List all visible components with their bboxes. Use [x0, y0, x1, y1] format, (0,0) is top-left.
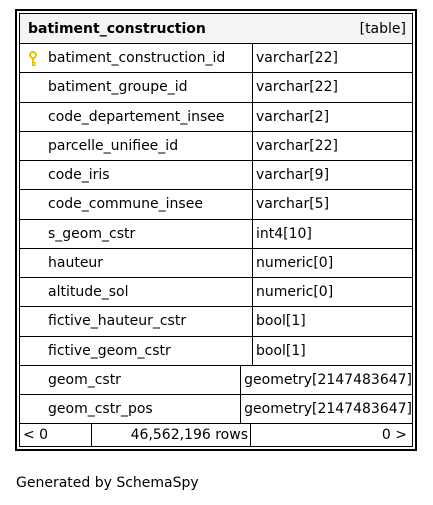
- column-row[interactable]: code_departement_insee varchar[2]: [19, 102, 413, 132]
- column-row[interactable]: s_geom_cstr int4[10]: [19, 219, 413, 249]
- column-row[interactable]: geom_cstr geometry[2147483647]: [19, 365, 413, 395]
- column-name: code_departement_insee: [48, 108, 225, 125]
- column-name-cell: code_departement_insee: [20, 102, 253, 131]
- column-type: varchar[9]: [256, 167, 330, 184]
- column-name-cell: geom_cstr_pos: [20, 395, 242, 424]
- column-type: numeric[0]: [256, 254, 334, 271]
- column-row[interactable]: batiment_groupe_id varchar[22]: [19, 73, 413, 103]
- generated-by-text: Generated by SchemaSpy: [16, 475, 199, 491]
- column-row[interactable]: altitude_sol numeric[0]: [19, 278, 413, 308]
- column-name-cell: parcelle_unifiee_id: [20, 131, 253, 160]
- column-name: batiment_construction_id: [48, 50, 226, 67]
- column-type: int4[10]: [256, 225, 312, 242]
- column-row[interactable]: hauteur numeric[0]: [19, 248, 413, 278]
- column-row[interactable]: fictive_hauteur_cstr bool[1]: [19, 307, 413, 337]
- column-name: code_commune_insee: [48, 196, 203, 213]
- column-type: varchar[22]: [256, 50, 338, 67]
- column-name: parcelle_unifiee_id: [48, 137, 179, 154]
- footer-parents-count: < 0: [20, 424, 92, 447]
- column-row[interactable]: geom_cstr_pos geometry[2147483647]: [19, 395, 413, 425]
- column-name: batiment_groupe_id: [48, 79, 188, 96]
- column-type: bool[1]: [256, 342, 306, 359]
- table-box-batiment-construction: batiment_construction [table] batiment_c…: [15, 9, 417, 452]
- footer-row-count: 46,562,196 rows: [92, 424, 251, 447]
- column-name-cell: code_commune_insee: [20, 190, 253, 219]
- column-name-cell: s_geom_cstr: [20, 219, 253, 248]
- column-type: geometry[2147483647]: [244, 401, 412, 418]
- column-type: varchar[5]: [256, 196, 330, 213]
- column-name: hauteur: [48, 254, 104, 271]
- column-name-cell: geom_cstr: [20, 365, 242, 394]
- column-row[interactable]: batiment_construction_id varchar[22]: [19, 44, 413, 74]
- column-name: fictive_geom_cstr: [48, 342, 171, 359]
- table-name: batiment_construction: [28, 20, 206, 37]
- footer-children-count: 0 >: [381, 427, 407, 444]
- column-type: varchar[2]: [256, 108, 330, 125]
- column-name: geom_cstr: [48, 371, 121, 388]
- column-type: bool[1]: [256, 313, 306, 330]
- column-name-cell: batiment_groupe_id: [20, 73, 253, 102]
- table-footer: < 0 46,562,196 rows 0 >: [19, 424, 413, 448]
- column-row[interactable]: code_iris varchar[9]: [19, 161, 413, 191]
- column-row[interactable]: code_commune_insee varchar[5]: [19, 190, 413, 220]
- column-name-cell: altitude_sol: [20, 278, 253, 307]
- column-name: s_geom_cstr: [48, 225, 136, 242]
- column-row[interactable]: parcelle_unifiee_id varchar[22]: [19, 131, 413, 161]
- column-name: fictive_hauteur_cstr: [48, 313, 187, 330]
- column-name-cell: fictive_hauteur_cstr: [20, 307, 253, 336]
- column-row[interactable]: fictive_geom_cstr bool[1]: [19, 336, 413, 366]
- column-name-cell: fictive_geom_cstr: [20, 336, 253, 365]
- column-name: geom_cstr_pos: [48, 401, 153, 418]
- table-kind: [table]: [359, 20, 406, 37]
- column-type: geometry[2147483647]: [244, 371, 412, 388]
- column-name-cell: hauteur: [20, 248, 253, 277]
- column-name: altitude_sol: [48, 284, 129, 301]
- column-name-cell: code_iris: [20, 161, 253, 190]
- table-header: batiment_construction [table]: [19, 13, 413, 44]
- column-type: numeric[0]: [256, 284, 334, 301]
- column-type: varchar[22]: [256, 137, 338, 154]
- column-name-cell: batiment_construction_id: [20, 44, 253, 73]
- key-icon: [29, 51, 37, 66]
- column-name: code_iris: [48, 167, 110, 184]
- column-type: varchar[22]: [256, 79, 338, 96]
